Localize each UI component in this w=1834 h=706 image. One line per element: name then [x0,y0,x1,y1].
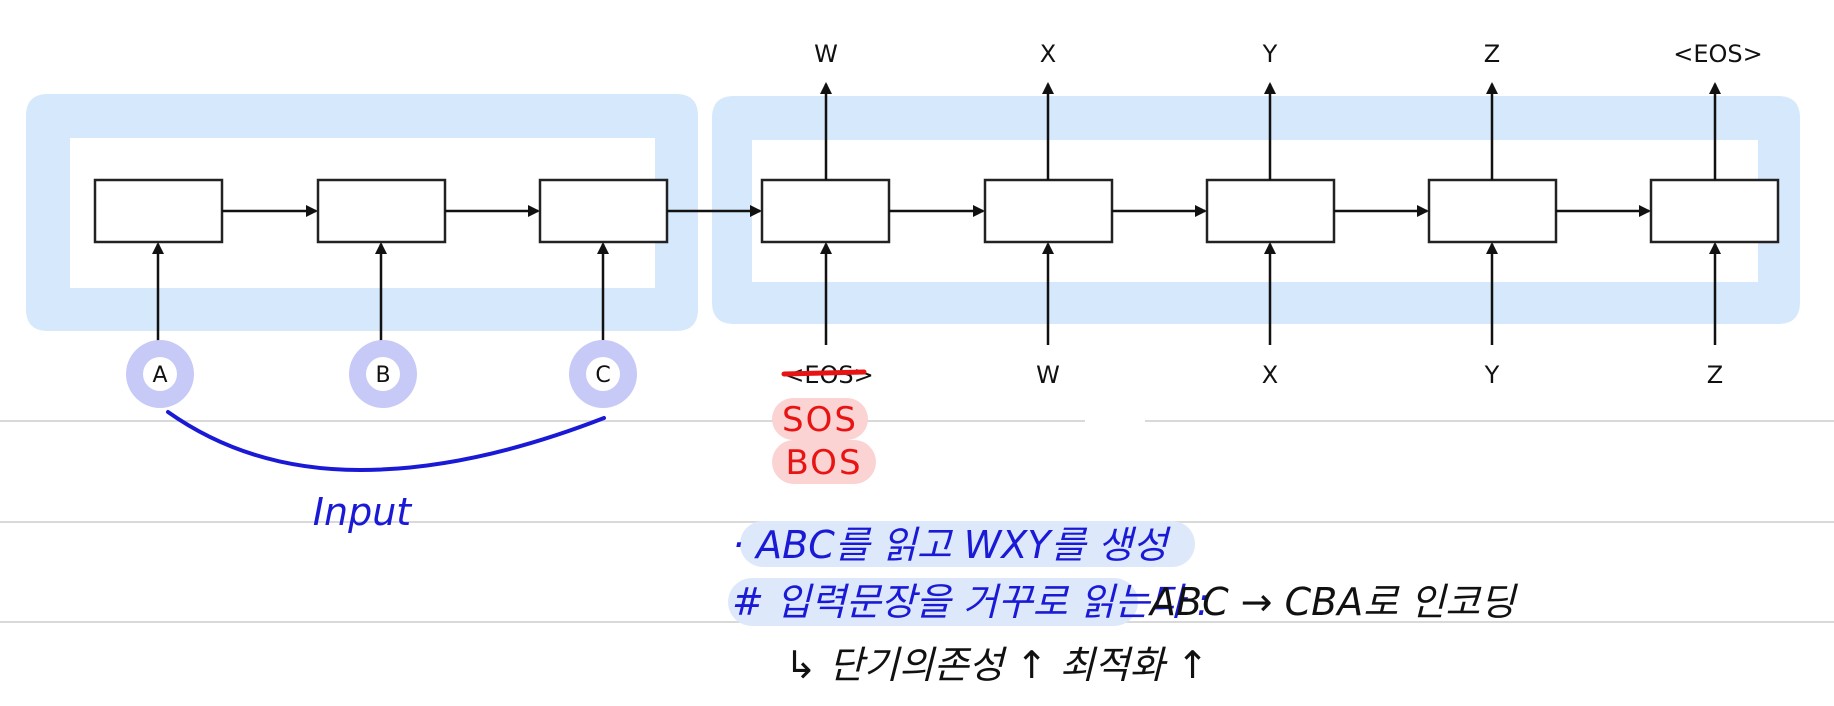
output-token: Z [1484,40,1500,68]
input-token: B [375,363,390,388]
note2-highlight [728,578,1138,626]
bos-highlight [772,440,876,484]
decoder-cell [1427,178,1558,244]
sos-annotation: SOS [782,400,858,440]
decoder-input-labels: <EOS> W X Y Z [784,361,1723,389]
input-token-circle [366,357,400,391]
input-token-circle [143,357,177,391]
output-arrows [820,82,1721,180]
note-line-1: · ABC를 읽고 WXY를 생성 [732,523,1172,567]
decoder-cell [1649,178,1780,244]
note-line-3: ↳ 단기의존성 ↑ 최적화 ↑ [785,643,1209,687]
output-token: Y [1262,40,1278,68]
input-annotation: Input [313,490,413,534]
output-token: <EOS> [1673,40,1763,68]
input-arrows [152,242,1721,345]
input-brace [166,410,606,473]
encoder-cell [316,178,447,244]
input-token-circles: A B C [126,340,637,408]
decoder-input-token: X [1262,361,1278,389]
note-line-2-black: ABC → CBA로 인코딩 [1147,580,1518,624]
encoder-panel [26,94,698,331]
input-token-circle [586,357,620,391]
encoder-cell [93,178,224,244]
output-token: X [1040,40,1056,68]
encoder-cell [538,178,669,244]
eos-strikethrough [781,369,867,377]
output-token: W [814,40,838,68]
decoder-cell [983,178,1114,244]
input-token: A [152,363,167,388]
input-token: C [595,363,610,388]
note-line-2-blue: # 입력문장을 거꾸로 읽는다 : [732,580,1210,624]
decoder-panel [712,96,1800,324]
note1-highlight [740,521,1195,567]
bos-annotation: BOS [785,443,862,483]
decoder-cell [1205,178,1336,244]
decoder-input-token: W [1036,361,1060,389]
sos-highlight [772,398,868,440]
decoder-input-token: Z [1707,361,1723,389]
output-labels: W X Y Z <EOS> [814,40,1763,68]
decoder-input-token: Y [1484,361,1500,389]
decoder-cell [760,178,891,244]
